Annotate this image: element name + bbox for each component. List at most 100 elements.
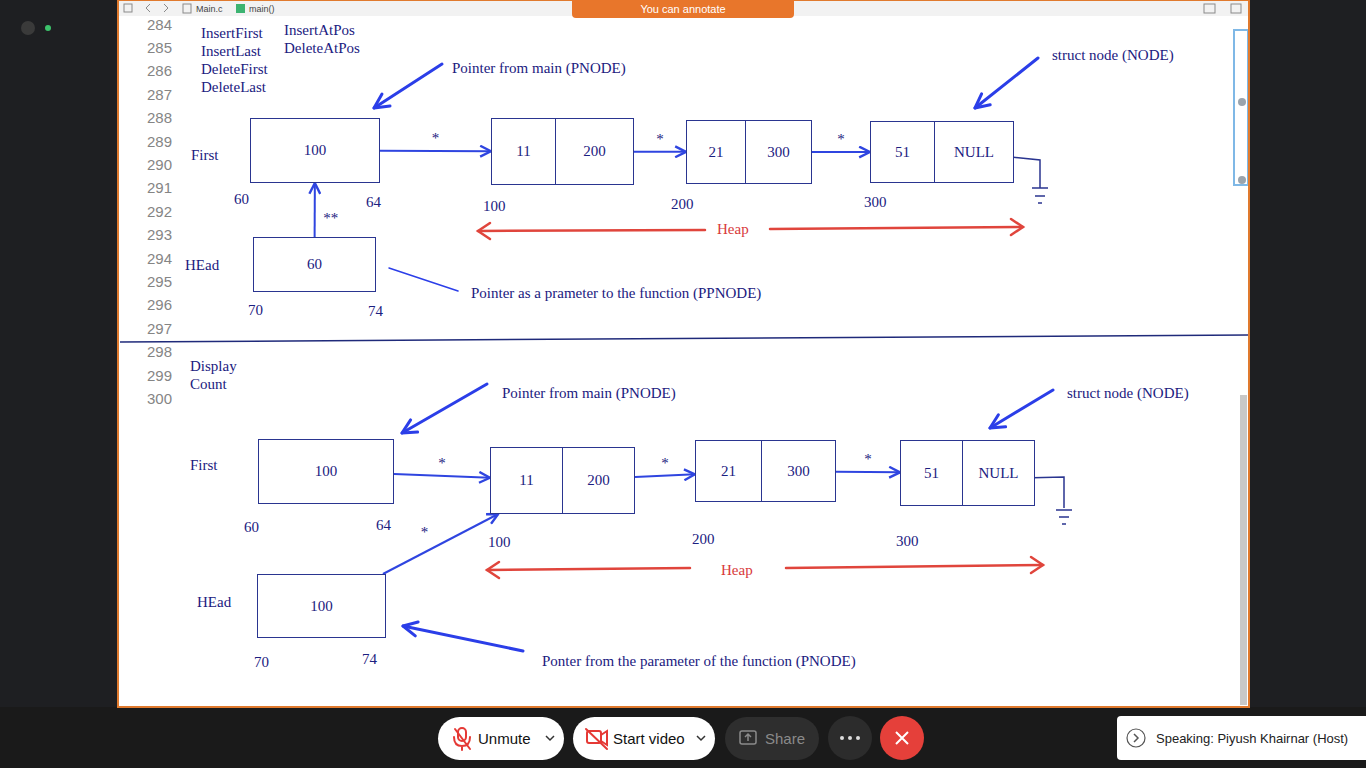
forward-icon [164, 4, 168, 12]
arrow-head [403, 622, 418, 636]
share-border [118, 0, 1249, 707]
expand-chevron [1134, 734, 1138, 742]
annotation: 70 [254, 654, 269, 671]
list-node: 51 NULL [900, 440, 1035, 506]
leader-line [975, 58, 1038, 108]
annotation: 300 [896, 533, 919, 550]
annotation: Display [190, 358, 237, 375]
node-text: 51 [924, 465, 939, 482]
annotation: 60 [244, 519, 259, 536]
breadcrumb: main() [249, 4, 275, 14]
node-text: 21 [721, 463, 736, 480]
annotation: 100 [488, 534, 511, 551]
list-node: 51NULL [870, 121, 1014, 183]
heap-arrow [487, 568, 690, 570]
line-number: 286 [132, 62, 172, 79]
arrow-head [478, 223, 490, 239]
line-number: 296 [132, 296, 172, 313]
node-text: Share [765, 730, 805, 747]
more-dot [840, 736, 844, 740]
annotation: 64 [366, 194, 381, 211]
pointer-mark: * [835, 131, 847, 148]
node-cell: 300 [762, 441, 835, 501]
arrow-head [1031, 557, 1043, 573]
function-icon [236, 4, 245, 13]
line-number: 287 [132, 85, 172, 102]
node-text: Speaking: Piyush Khairnar (Host) [1156, 731, 1348, 746]
annotation: 74 [362, 651, 377, 668]
arrow-head [990, 415, 1006, 428]
divider-line [120, 335, 1248, 342]
widget-dot [1238, 176, 1246, 184]
pointer-box: 60 [253, 237, 376, 292]
node-text: 100 [310, 598, 333, 615]
annotation: 64 [376, 517, 391, 534]
line-number: 292 [132, 202, 172, 219]
pointer-arrow [394, 474, 490, 478]
node-cell: 21 [696, 441, 762, 501]
annotation: 100 [483, 198, 506, 215]
pointer-mark: * [862, 451, 874, 468]
annotation: Ponter from the parameter of the functio… [542, 653, 856, 670]
toolbar-button: Unmute [438, 717, 564, 760]
mic-icon [454, 728, 470, 750]
annotation: InsertAtPos [284, 22, 355, 39]
line-number: 293 [132, 226, 172, 243]
share-arrow [745, 734, 751, 741]
node-cell: 51 [901, 441, 963, 505]
pointer-arrow [836, 471, 900, 474]
node-cell: 200 [563, 448, 634, 513]
mic-slash [454, 729, 470, 750]
node-cell: 11 [492, 119, 556, 184]
leave-cross [896, 732, 908, 744]
heap-arrows [478, 219, 1043, 578]
node-text: 300 [787, 463, 810, 480]
node-cell: 11 [491, 448, 563, 513]
line-number: 298 [132, 343, 172, 360]
node-cell: 60 [254, 238, 375, 291]
node-text: 100 [304, 142, 327, 159]
node-text: 60 [307, 256, 322, 273]
toolbar-button: Start video [573, 717, 715, 760]
arrow-head [1011, 219, 1023, 235]
list-node: 11200 [490, 447, 635, 514]
line-number: 300 [132, 389, 172, 406]
node-cell: NULL [963, 441, 1034, 505]
callout-arrows [374, 58, 1053, 651]
line-number: 290 [132, 155, 172, 172]
pointer-arrow [635, 474, 695, 477]
node-text: 100 [315, 463, 338, 480]
node-cell: 300 [746, 121, 811, 183]
pointer-box: 100 [257, 574, 386, 638]
annotation: struct node (NODE) [1052, 47, 1174, 64]
share-frame [740, 731, 756, 744]
widget-dot [1238, 98, 1246, 106]
annotation: DeleteLast [201, 79, 266, 96]
breadcrumb: Main.c [196, 4, 223, 14]
arrow-head [487, 562, 499, 578]
node-text: 200 [583, 143, 606, 160]
grid-icon [124, 4, 132, 12]
node-cell: 100 [259, 440, 393, 503]
toolbar-button: Share [725, 717, 819, 760]
annotation: InsertFirst [201, 25, 263, 42]
arrow-head [402, 420, 418, 433]
dropdown-chevron [546, 736, 554, 740]
line-number: 299 [132, 366, 172, 383]
annotation: Pointer from main (PNODE) [502, 385, 676, 402]
list-node: 21 300 [695, 440, 836, 502]
annotation: Heap [715, 221, 751, 238]
node-cell: You can annotate [572, 0, 794, 18]
camera-icon [586, 729, 607, 749]
annotation: First [190, 457, 218, 474]
node-cell: NULL [935, 122, 1013, 182]
node-text: You can annotate [640, 3, 725, 15]
annotation: HEad [185, 257, 219, 274]
leader-line [389, 268, 458, 291]
expand-circle [1127, 729, 1145, 747]
line-number: 297 [132, 319, 172, 336]
line-number: 295 [132, 272, 172, 289]
panel-icon [1231, 4, 1241, 13]
node-cell: 21 [687, 121, 746, 183]
list-node: 11 200 [491, 118, 634, 185]
